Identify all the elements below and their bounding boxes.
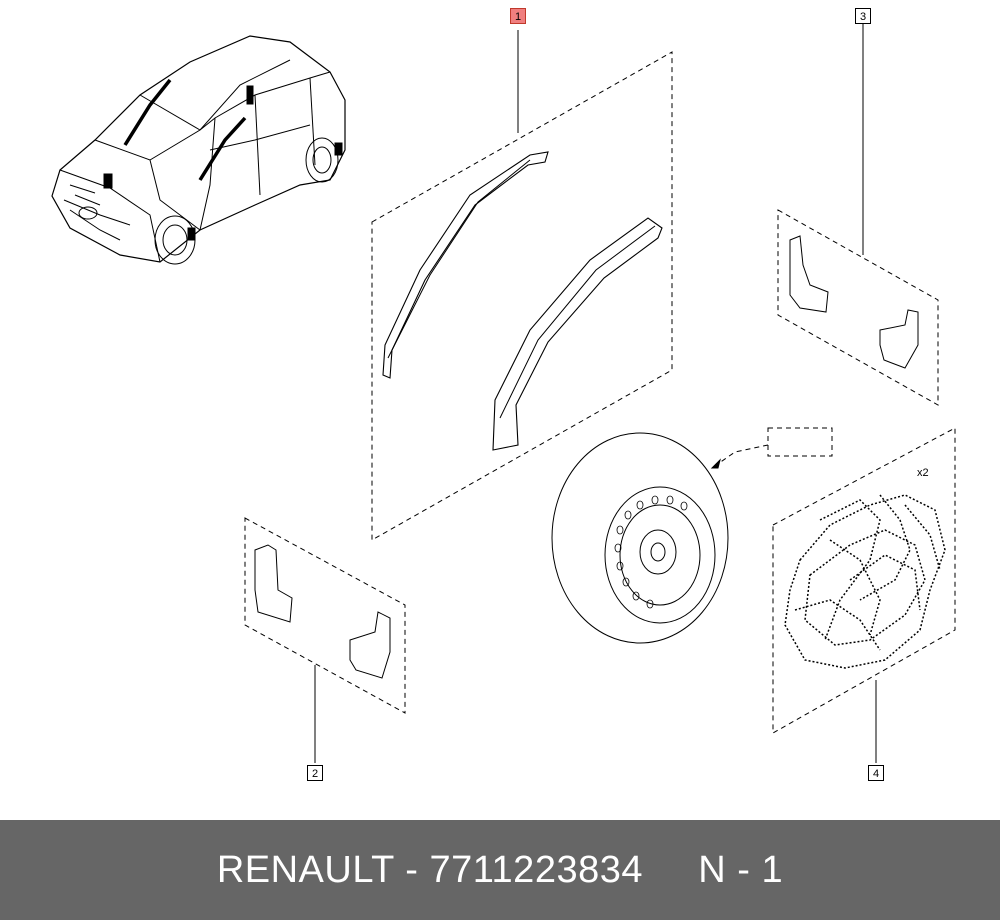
part-number: 7711223834 [429,848,643,891]
callout-1[interactable]: 1 [510,8,526,24]
spare-wheel [551,427,833,644]
callout-4[interactable]: 4 [868,765,884,781]
callout-2[interactable]: 2 [307,765,323,781]
callout-3[interactable]: 3 [855,8,871,24]
separator: - [405,848,419,891]
car-illustration [51,35,346,265]
footer-note: N - 1 [698,848,784,891]
group-2-mudflaps [244,517,406,763]
quantity-note: x2 [917,467,929,479]
footer-bar: RENAULT - 7711223834 N - 1 [0,820,1000,920]
group-3-mudflaps [777,24,939,406]
group-4-snow-chains [772,427,956,763]
footer-caption: RENAULT - 7711223834 N - 1 [217,849,783,892]
brand-name: RENAULT [216,848,395,891]
parts-diagram [51,24,956,763]
group-1-deflectors [371,30,673,541]
